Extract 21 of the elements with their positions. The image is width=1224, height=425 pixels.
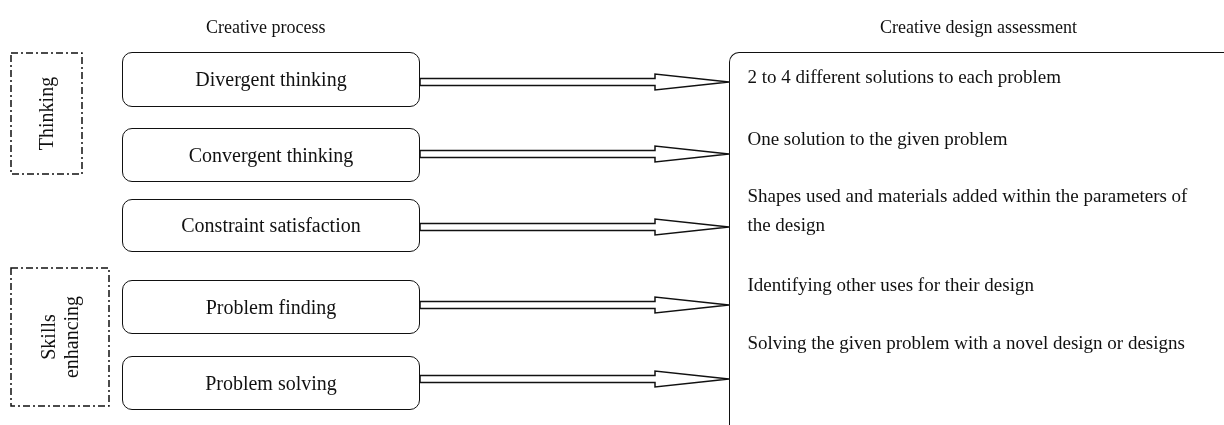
hollow-arrow [419,370,730,388]
group-label: Thinking [35,76,58,151]
dash-dot-group-box [10,267,110,407]
group-label: Skills enhancing [37,294,83,381]
hollow-arrow [419,296,730,314]
panel-heading: Creative design assessment [880,17,1077,38]
process-box: Problem finding [122,280,420,334]
process-box: Problem solving [122,356,420,410]
hollow-arrow [419,145,730,163]
process-box: Constraint satisfaction [122,199,420,252]
assessment-criterion: One solution to the given problem [728,125,1209,162]
process-box: Convergent thinking [122,128,420,182]
assessment-criterion: Shapes used and materials added within the parameters of the design [728,182,1209,253]
column-heading: Creative process [206,17,326,38]
assessment-criterion: Solving the given problem with a novel design or designs [728,329,1209,400]
assessment-criterion: 2 to 4 different solutions to each problem [728,63,1209,100]
process-box: Divergent thinking [122,52,420,107]
hollow-arrow [419,73,730,91]
hollow-arrow [419,218,730,236]
assessment-criterion: Identifying other uses for their design [728,271,1209,308]
dash-dot-group-box [10,52,83,175]
